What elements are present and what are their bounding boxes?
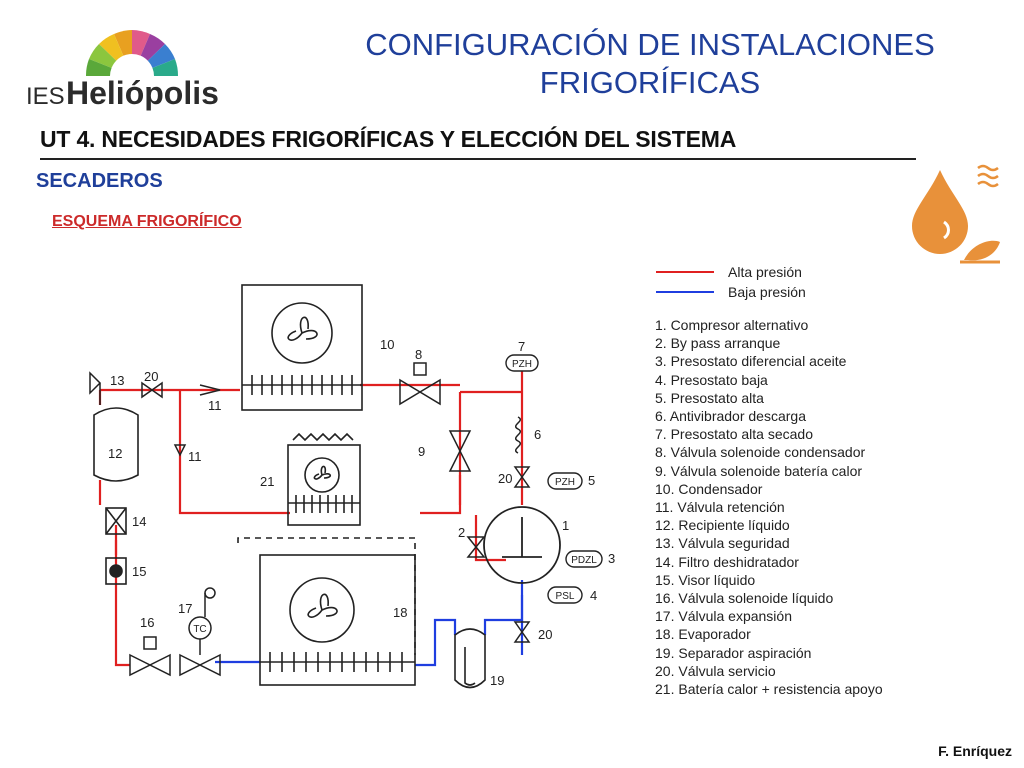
unit-title: UT 4. NECESIDADES FRIGORÍFICAS Y ELECCIÓ…	[40, 126, 737, 152]
label-20-low: 20	[538, 627, 552, 642]
label-9: 9	[418, 444, 425, 459]
subsection-title: ESQUEMA FRIGORÍFICO	[52, 213, 242, 230]
liquid-receiver	[93, 407, 139, 482]
sight-glass	[105, 557, 127, 585]
high-pressure-swatch	[656, 271, 714, 273]
component-item: 13. Válvula seguridad	[655, 535, 790, 552]
low-pressure-label: Baja presión	[728, 284, 806, 300]
tc-tag: TC	[193, 624, 206, 635]
label-13: 13	[110, 373, 124, 388]
component-item: 2. By pass arranque	[655, 335, 781, 352]
label-5: 5	[588, 473, 595, 488]
label-18: 18	[393, 605, 407, 620]
label-15: 15	[132, 564, 146, 579]
component-item: 20. Válvula servicio	[655, 662, 776, 679]
compressor	[483, 506, 561, 584]
label-11-top: 11	[208, 398, 222, 413]
component-item: 1. Compresor alternativo	[655, 317, 809, 333]
evaporator	[237, 537, 416, 686]
component-item: 19. Separador aspiración	[655, 644, 812, 661]
pressure-legend: Alta presión Baja presión	[652, 262, 832, 302]
low-pressure-swatch	[656, 291, 714, 293]
psl-tag: PSL	[556, 591, 575, 602]
component-item: 4. Presostato baja	[655, 371, 768, 388]
pzh-right-tag: PZH	[555, 477, 575, 488]
component-item: 17. Válvula expansión	[655, 608, 792, 625]
component-item: 8. Válvula solenoide condensador	[655, 444, 866, 461]
logo-prefix: IES	[26, 83, 65, 110]
label-21: 21	[260, 474, 274, 489]
logo-sunburst-icon	[85, 30, 179, 98]
component-item: 15. Visor líquido	[655, 571, 756, 588]
label-7: 7	[518, 339, 525, 354]
label-3: 3	[608, 551, 615, 566]
label-8: 8	[415, 347, 422, 362]
pzh-top-tag: PZH	[512, 359, 532, 370]
filter-drier	[105, 507, 127, 535]
component-item: 9. Válvula solenoide batería calor	[655, 462, 863, 479]
section-title: SECADEROS	[36, 170, 163, 192]
label-10: 10	[380, 337, 394, 352]
component-item: 12. Recipiente líquido	[655, 517, 790, 534]
ies-heliopolis-logo: IES Heliópolis	[26, 30, 219, 111]
high-pressure-lines	[98, 360, 524, 667]
heating-coil	[287, 432, 361, 526]
component-item: 21. Batería calor + resistencia apoyo	[655, 681, 883, 698]
component-item: 5. Presostato alta	[655, 389, 764, 406]
suction-separator	[454, 628, 486, 689]
condenser	[241, 284, 363, 411]
label-6: 6	[534, 427, 541, 442]
pressure-switches	[505, 354, 603, 604]
label-20-mid: 20	[498, 471, 512, 486]
refrigeration-schematic: PZH PZH PDZL PSL TC 1 2 3 4 5 6 7 8 9 10…	[89, 284, 615, 689]
component-item: 6. Antivibrador descarga	[655, 408, 806, 425]
label-1: 1	[562, 518, 569, 533]
component-list: 1. Compresor alternativo 2. By pass arra…	[655, 316, 883, 698]
label-14: 14	[132, 514, 146, 529]
author-credit: F. Enríquez	[938, 743, 1012, 759]
label-12: 12	[108, 446, 122, 461]
label-11-side: 11	[188, 449, 202, 464]
label-16: 16	[140, 615, 154, 630]
component-item: 10. Condensador	[655, 480, 763, 497]
high-pressure-label: Alta presión	[728, 264, 802, 280]
pdzl-tag: PDZL	[571, 555, 597, 566]
logo-name: Heliópolis	[66, 75, 219, 111]
label-4: 4	[590, 588, 597, 603]
page-title: CONFIGURACIÓN DE INSTALACIONES FRIGORÍFI…	[300, 26, 1000, 102]
component-item: 11. Válvula retención	[655, 499, 785, 516]
low-pressure-lines	[215, 580, 524, 667]
component-item: 18. Evaporador	[655, 626, 751, 643]
title-underline	[40, 158, 916, 160]
label-20-top: 20	[144, 369, 158, 384]
valves	[89, 362, 531, 677]
component-item: 16. Válvula solenoide líquido	[655, 590, 834, 607]
title-line-2: FRIGORÍFICAS	[539, 65, 761, 100]
component-item: 3. Presostato diferencial aceite	[655, 353, 847, 370]
water-drop-decoration-icon	[912, 164, 1000, 264]
label-2: 2	[458, 525, 465, 540]
title-line-1: CONFIGURACIÓN DE INSTALACIONES	[365, 27, 935, 62]
component-item: 7. Presostato alta secado	[655, 426, 813, 443]
component-item: 14. Filtro deshidratador	[655, 553, 799, 570]
label-19: 19	[490, 673, 504, 688]
label-17: 17	[178, 601, 192, 616]
